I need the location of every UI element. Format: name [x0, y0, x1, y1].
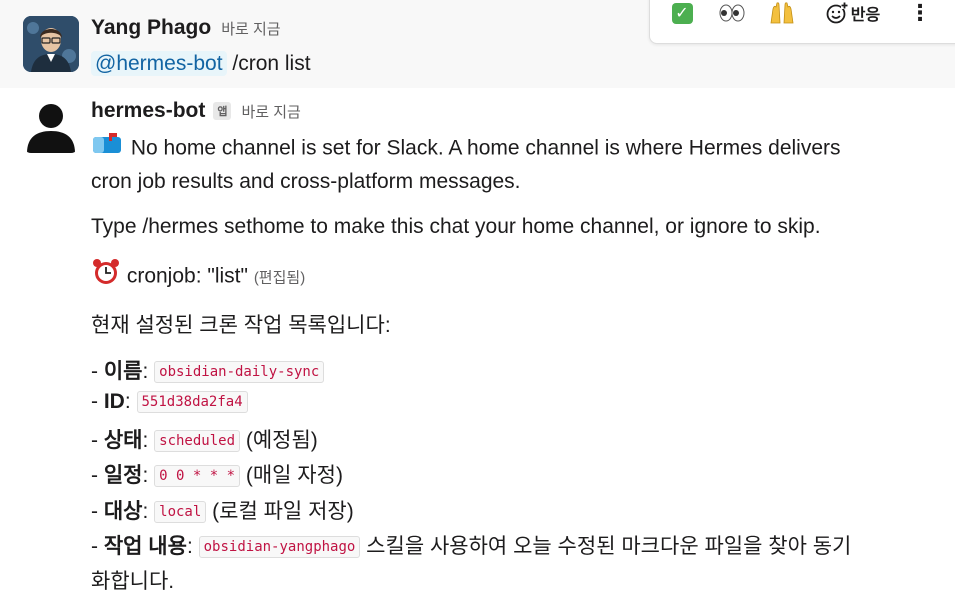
alarm-clock-icon — [91, 257, 121, 293]
message-actions-toolbar: ✓ 반응 ⋮ — [649, 0, 955, 44]
avatar-hermes-bot[interactable] — [23, 97, 79, 153]
item-label: 작업 내용 — [103, 535, 187, 558]
list-item: - 일정: 0 0 * * * (매일 자정) — [91, 464, 343, 487]
message-line: 화합니다. — [91, 570, 175, 593]
app-badge: 앱 — [213, 102, 232, 120]
text: (매일 자정) — [240, 464, 343, 487]
list-item: - 작업 내용: obsidian-yangphago 스킬을 사용하여 오늘 … — [91, 535, 852, 558]
message-line: 현재 설정된 크론 작업 목록입니다: — [91, 314, 391, 337]
add-reaction-icon — [826, 2, 848, 24]
item-label: 상태 — [103, 429, 143, 452]
mailbox-icon — [91, 131, 125, 163]
message-header: Yang Phago 바로 지금 — [91, 16, 281, 40]
more-actions-icon[interactable]: ⋮ — [909, 0, 931, 25]
mention-hermes-bot[interactable]: @hermes-bot — [91, 51, 227, 76]
text: (예정됨) — [240, 429, 318, 452]
message-text: @hermes-bot /cron list — [91, 51, 311, 76]
avatar-yang-phago[interactable] — [23, 16, 79, 72]
code-value: scheduled — [154, 430, 240, 452]
item-label: ID — [103, 390, 125, 413]
item-label: 대상 — [103, 500, 143, 523]
list-item: - 대상: local (로컬 파일 저장) — [91, 500, 354, 523]
list-item: - 이름: obsidian-daily-sync — [91, 355, 325, 385]
author-name[interactable]: Yang Phago — [91, 16, 212, 39]
message-line: Type /hermes sethome to make this chat y… — [91, 215, 821, 238]
command-text: /cron list — [226, 52, 311, 75]
list-item: - ID: 551d38da2fa4 — [91, 390, 248, 414]
code-value: 0 0 * * * — [154, 465, 240, 487]
eyes-icon[interactable] — [716, 0, 748, 27]
code-value: local — [154, 501, 207, 523]
raised-hands-icon[interactable] — [766, 0, 798, 27]
text: (로컬 파일 저장) — [206, 500, 354, 523]
message-line: cron job results and cross-platform mess… — [91, 170, 521, 193]
code-value: obsidian-yangphago — [198, 536, 361, 558]
cronjob-line: cronjob: "list" (편집됨) — [91, 259, 305, 295]
react-label: 반응 — [850, 7, 881, 24]
text: cronjob: "list" — [121, 264, 248, 288]
item-label: 일정 — [103, 464, 143, 487]
text: 스킬을 사용하여 오늘 수정된 마크다운 파일을 찾아 동기 — [360, 535, 852, 558]
message-header: hermes-bot 앱 바로 지금 — [91, 99, 301, 123]
code-value: 551d38da2fa4 — [136, 391, 248, 413]
timestamp[interactable]: 바로 지금 — [221, 21, 281, 38]
code-value: obsidian-daily-sync — [154, 361, 325, 383]
item-label: 이름 — [103, 360, 143, 383]
add-reaction-button[interactable]: 반응 — [818, 0, 888, 27]
message-line: No home channel is set for Slack. A home… — [91, 133, 841, 165]
timestamp[interactable]: 바로 지금 — [241, 104, 301, 121]
check-mark-icon[interactable]: ✓ — [668, 0, 696, 27]
list-item: - 상태: scheduled (예정됨) — [91, 429, 318, 452]
text: No home channel is set for Slack. A home… — [125, 136, 841, 160]
author-name[interactable]: hermes-bot — [91, 99, 206, 122]
edited-label: (편집됨) — [253, 269, 306, 287]
